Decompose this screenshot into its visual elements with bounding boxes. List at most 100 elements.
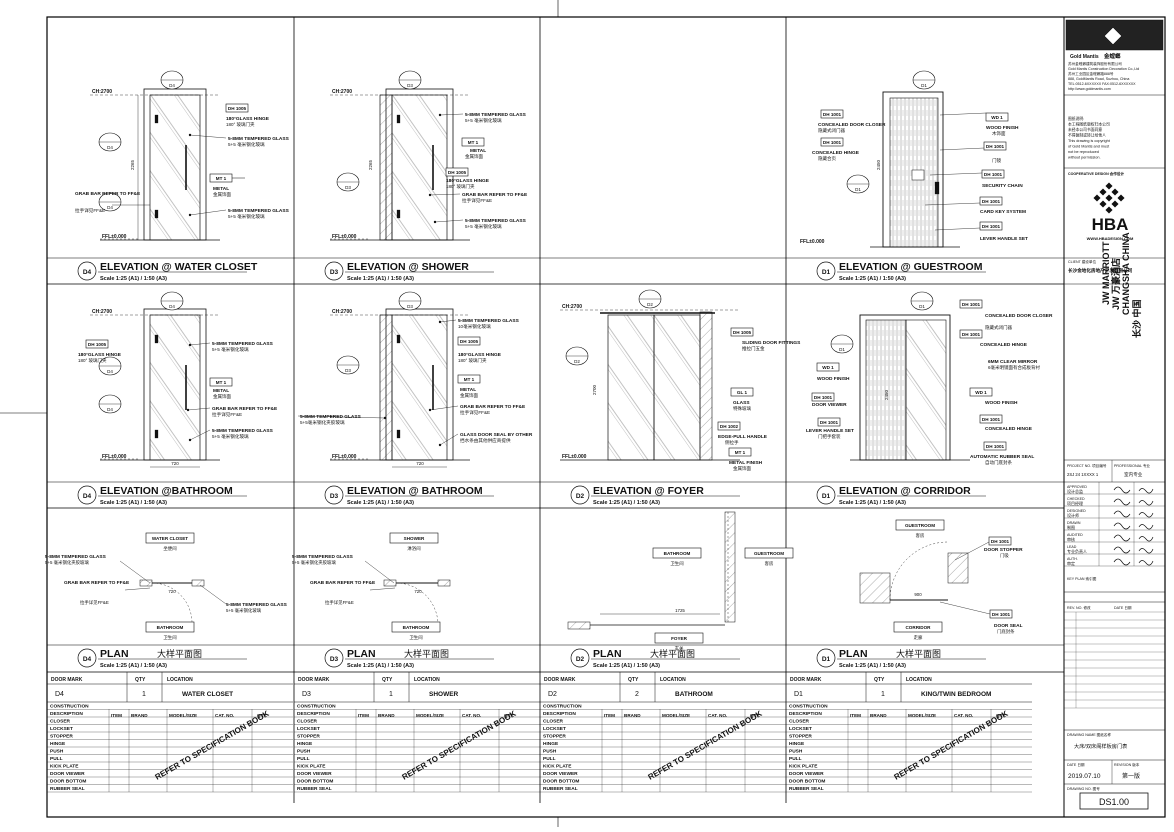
room-label-cn: 坐便间: [163, 545, 176, 552]
elevation-title: ELEVATION @ SHOWER: [347, 261, 469, 273]
ffl-label: FFL±0.000: [332, 234, 357, 240]
ffl-label: FFL±0.000: [102, 234, 127, 240]
dimension-text: 720: [416, 461, 424, 466]
label-text: LEVER HANDLE SET: [980, 236, 1028, 242]
elevation-title: ELEVATION @ BATHROOM: [347, 485, 483, 497]
hardware-tag: [461, 137, 485, 147]
detail-tag-circle: [77, 261, 97, 281]
schedule-item: CONSTRUCTION: [789, 704, 828, 710]
section-bubble-text: D2: [574, 359, 580, 364]
door-qty: 1: [142, 691, 146, 698]
copyright-note: not be reproduced: [1068, 150, 1099, 154]
hardware-tag: [730, 387, 754, 397]
glass-door-leaf: [391, 94, 448, 241]
room-label: BATHROOM: [664, 551, 691, 556]
schedule-item: DOOR BOTTOM: [297, 779, 333, 785]
note-text-cn: 5+5 毫米钢化玻璃: [228, 213, 265, 220]
label-text: DOOR SEAL: [994, 623, 1023, 629]
door-qty: 1: [389, 691, 393, 698]
leader-dot: [186, 408, 190, 412]
note-text-cn: 拉手详见FF&E: [212, 411, 242, 418]
hardware-tag: [817, 417, 841, 427]
room-label-box: [145, 621, 195, 633]
schedule-subheader: QTY.: [996, 713, 1006, 718]
room-label-cn: 玄关: [675, 645, 684, 652]
label-text: 180° 玻璃门夹: [458, 357, 487, 364]
plan-title-cn: 大样平面图: [404, 648, 449, 659]
leader-dot: [438, 443, 442, 447]
schedule-subheader: ITEM: [358, 713, 369, 718]
schedule-header: DOOR MARK: [51, 677, 83, 683]
schedule-subheader: CAT. NO.: [708, 713, 727, 718]
door-location: WATER CLOSET: [182, 691, 233, 698]
signature: [1113, 510, 1154, 518]
label-text: 金属饰面: [213, 191, 231, 198]
detail-tag-circle: [816, 648, 836, 668]
label-text: 5+5 毫米钢化夹胶玻璃: [45, 559, 89, 566]
label-text: LEVER HANDLE SET: [806, 428, 854, 434]
label-text: 5+5 毫米钢化夹胶玻璃: [292, 559, 336, 566]
hardware-tag-text: DH 1005: [460, 339, 479, 344]
label-text: 180° 玻璃门夹: [226, 121, 255, 128]
schedule-item: PUSH: [789, 749, 803, 755]
elevation-scale: Scale 1:25 (A1) / 1:50 (A3): [839, 276, 906, 282]
schedule-item: RUBBER SEAL: [543, 786, 578, 792]
schedule-item: LOCKSET: [543, 726, 566, 732]
elevation-title: ELEVATION @BATHROOM: [100, 485, 233, 497]
schedule-header: DOOR MARK: [544, 677, 576, 683]
ch-label: CH:2700: [92, 309, 112, 315]
schedule-item: PUSH: [297, 749, 311, 755]
owner-name: 长沙金地化房地产开发有限公司: [1068, 267, 1133, 274]
leader-line: [439, 113, 464, 116]
note-text-cn: 拉手详见FF&E: [75, 207, 105, 214]
hardware-tag-text: WD 1: [975, 390, 987, 395]
section-bubble-text: D4: [169, 83, 175, 88]
label-text: 门吸: [1000, 552, 1009, 559]
wall: [724, 511, 736, 623]
label-text: 180° 玻璃门夹: [446, 183, 475, 190]
leader-dot: [188, 133, 192, 137]
hardware-tag-text: DH 1001: [962, 302, 981, 307]
hardware-tag-text: DH 1001: [982, 417, 1001, 422]
note-text: 5-8MM TEMPERED GLASS: [300, 414, 362, 420]
leader-line: [189, 134, 227, 139]
wall: [383, 579, 397, 587]
schedule-subheader: CAT. NO.: [462, 713, 481, 718]
label-text: CH:2700: [562, 304, 582, 310]
line: [124, 587, 151, 591]
plan-scale: Scale 1:25 (A1) / 1:50 (A3): [593, 663, 660, 669]
label-text: 侧拉手: [725, 439, 739, 446]
door-mark: D1: [794, 691, 803, 698]
schedule-item: LOCKSET: [789, 726, 812, 732]
label-text: 180°GLASS HINGE: [226, 116, 270, 122]
leader-line: [429, 193, 461, 196]
label-text: 拉手详见FF&E: [80, 599, 109, 606]
room-label-box: [391, 621, 441, 633]
label-text: CONCEALED HINGE: [980, 342, 1028, 348]
schedule-item: PUSH: [50, 749, 64, 755]
plan-title-cn: 大样平面图: [650, 648, 695, 659]
hardware-tag: [820, 137, 844, 147]
hardware-tag-text: DH 1001: [992, 612, 1011, 617]
door-location: SHOWER: [429, 691, 459, 698]
dimension-text: 2265: [130, 159, 135, 170]
leader-line: [934, 227, 981, 231]
dimension-text: 1725: [675, 608, 685, 613]
hardware-tag-text: DH 1001: [982, 224, 1001, 229]
detail-tag-text: D1: [822, 269, 831, 276]
room-label: GUESTROOM: [905, 523, 935, 528]
label-text: DOOR VIEWER: [812, 402, 847, 408]
schedule-header: LOCATION: [660, 677, 686, 683]
detail-tag-circle: [77, 485, 97, 505]
drawing-title: 大床/双床阁样板房门表: [1074, 742, 1128, 750]
schedule-item: HINGE: [297, 741, 313, 747]
label-text: 5+5 毫米钢化玻璃: [226, 607, 262, 614]
label-text: 金属饰面: [465, 153, 483, 160]
schedule-item: PULL: [543, 756, 556, 762]
label-text: 隐藏式闭门器: [985, 324, 1012, 331]
room-label-box: [895, 519, 945, 531]
